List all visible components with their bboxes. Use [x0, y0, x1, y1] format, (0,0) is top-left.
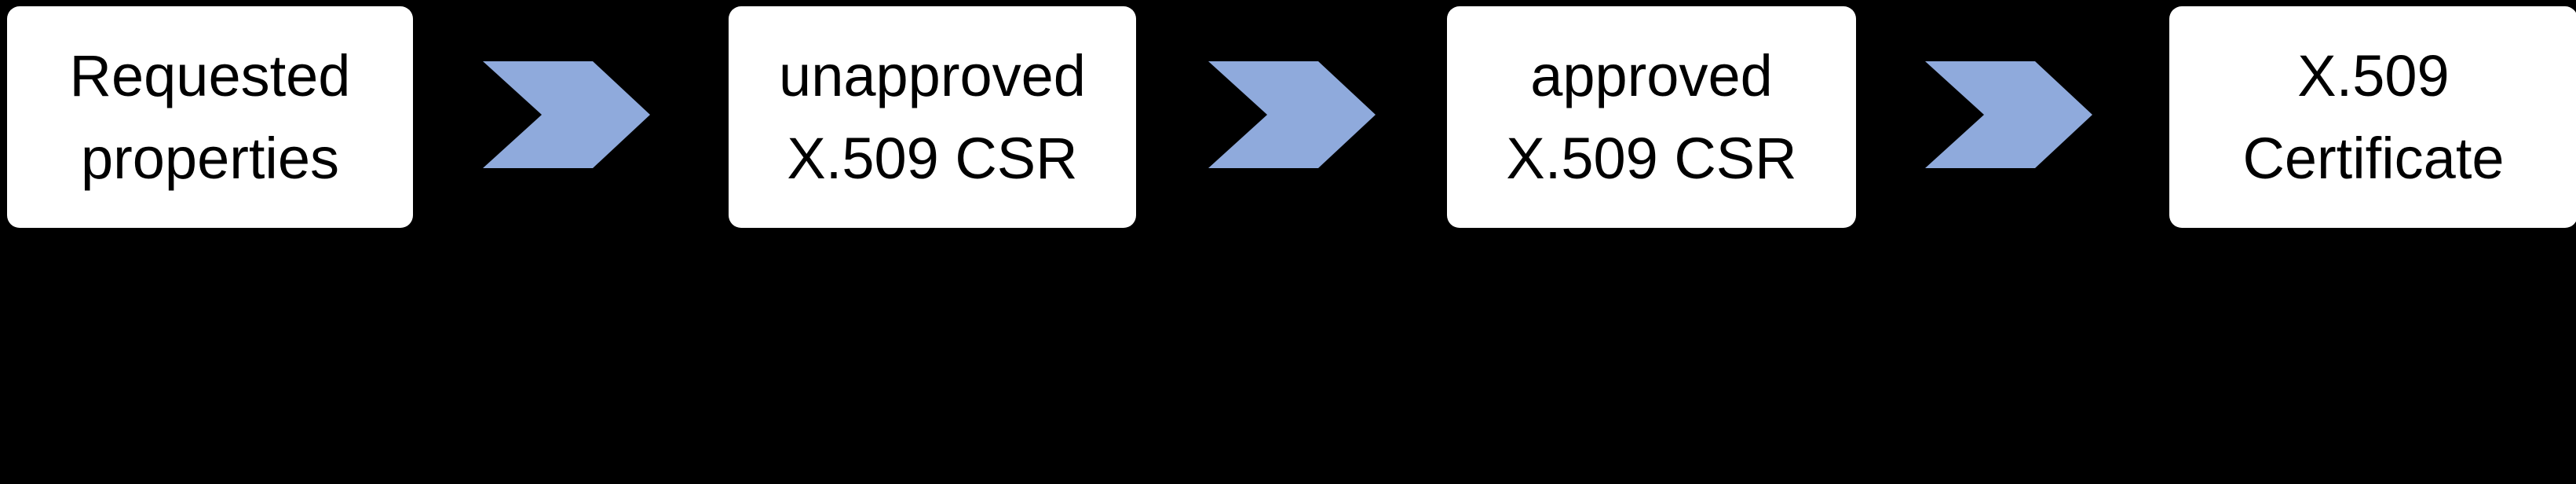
- chevron-right-icon: [483, 61, 650, 168]
- node-requested-properties[interactable]: Requested properties: [7, 6, 413, 228]
- node-label-line-2: X.509 CSR: [787, 126, 1078, 191]
- node-approved-csr[interactable]: approved X.509 CSR: [1447, 6, 1856, 228]
- node-x509-certificate[interactable]: X.509 Certificate: [2169, 6, 2576, 228]
- node-unapproved-csr[interactable]: unapproved X.509 CSR: [729, 6, 1136, 228]
- node-label-line-1: approved: [1530, 42, 1773, 108]
- node-label-line-1: X.509: [2297, 42, 2450, 108]
- node-label-line-1: Requested: [69, 42, 351, 108]
- chevron-right-icon: [1925, 61, 2092, 168]
- node-label-line-2: properties: [80, 126, 340, 191]
- node-label-line-2: Certificate: [2242, 126, 2505, 191]
- node-label-line-1: unapproved: [779, 42, 1086, 108]
- chevron-right-icon: [1208, 61, 1376, 168]
- node-label-line-2: X.509 CSR: [1506, 126, 1797, 191]
